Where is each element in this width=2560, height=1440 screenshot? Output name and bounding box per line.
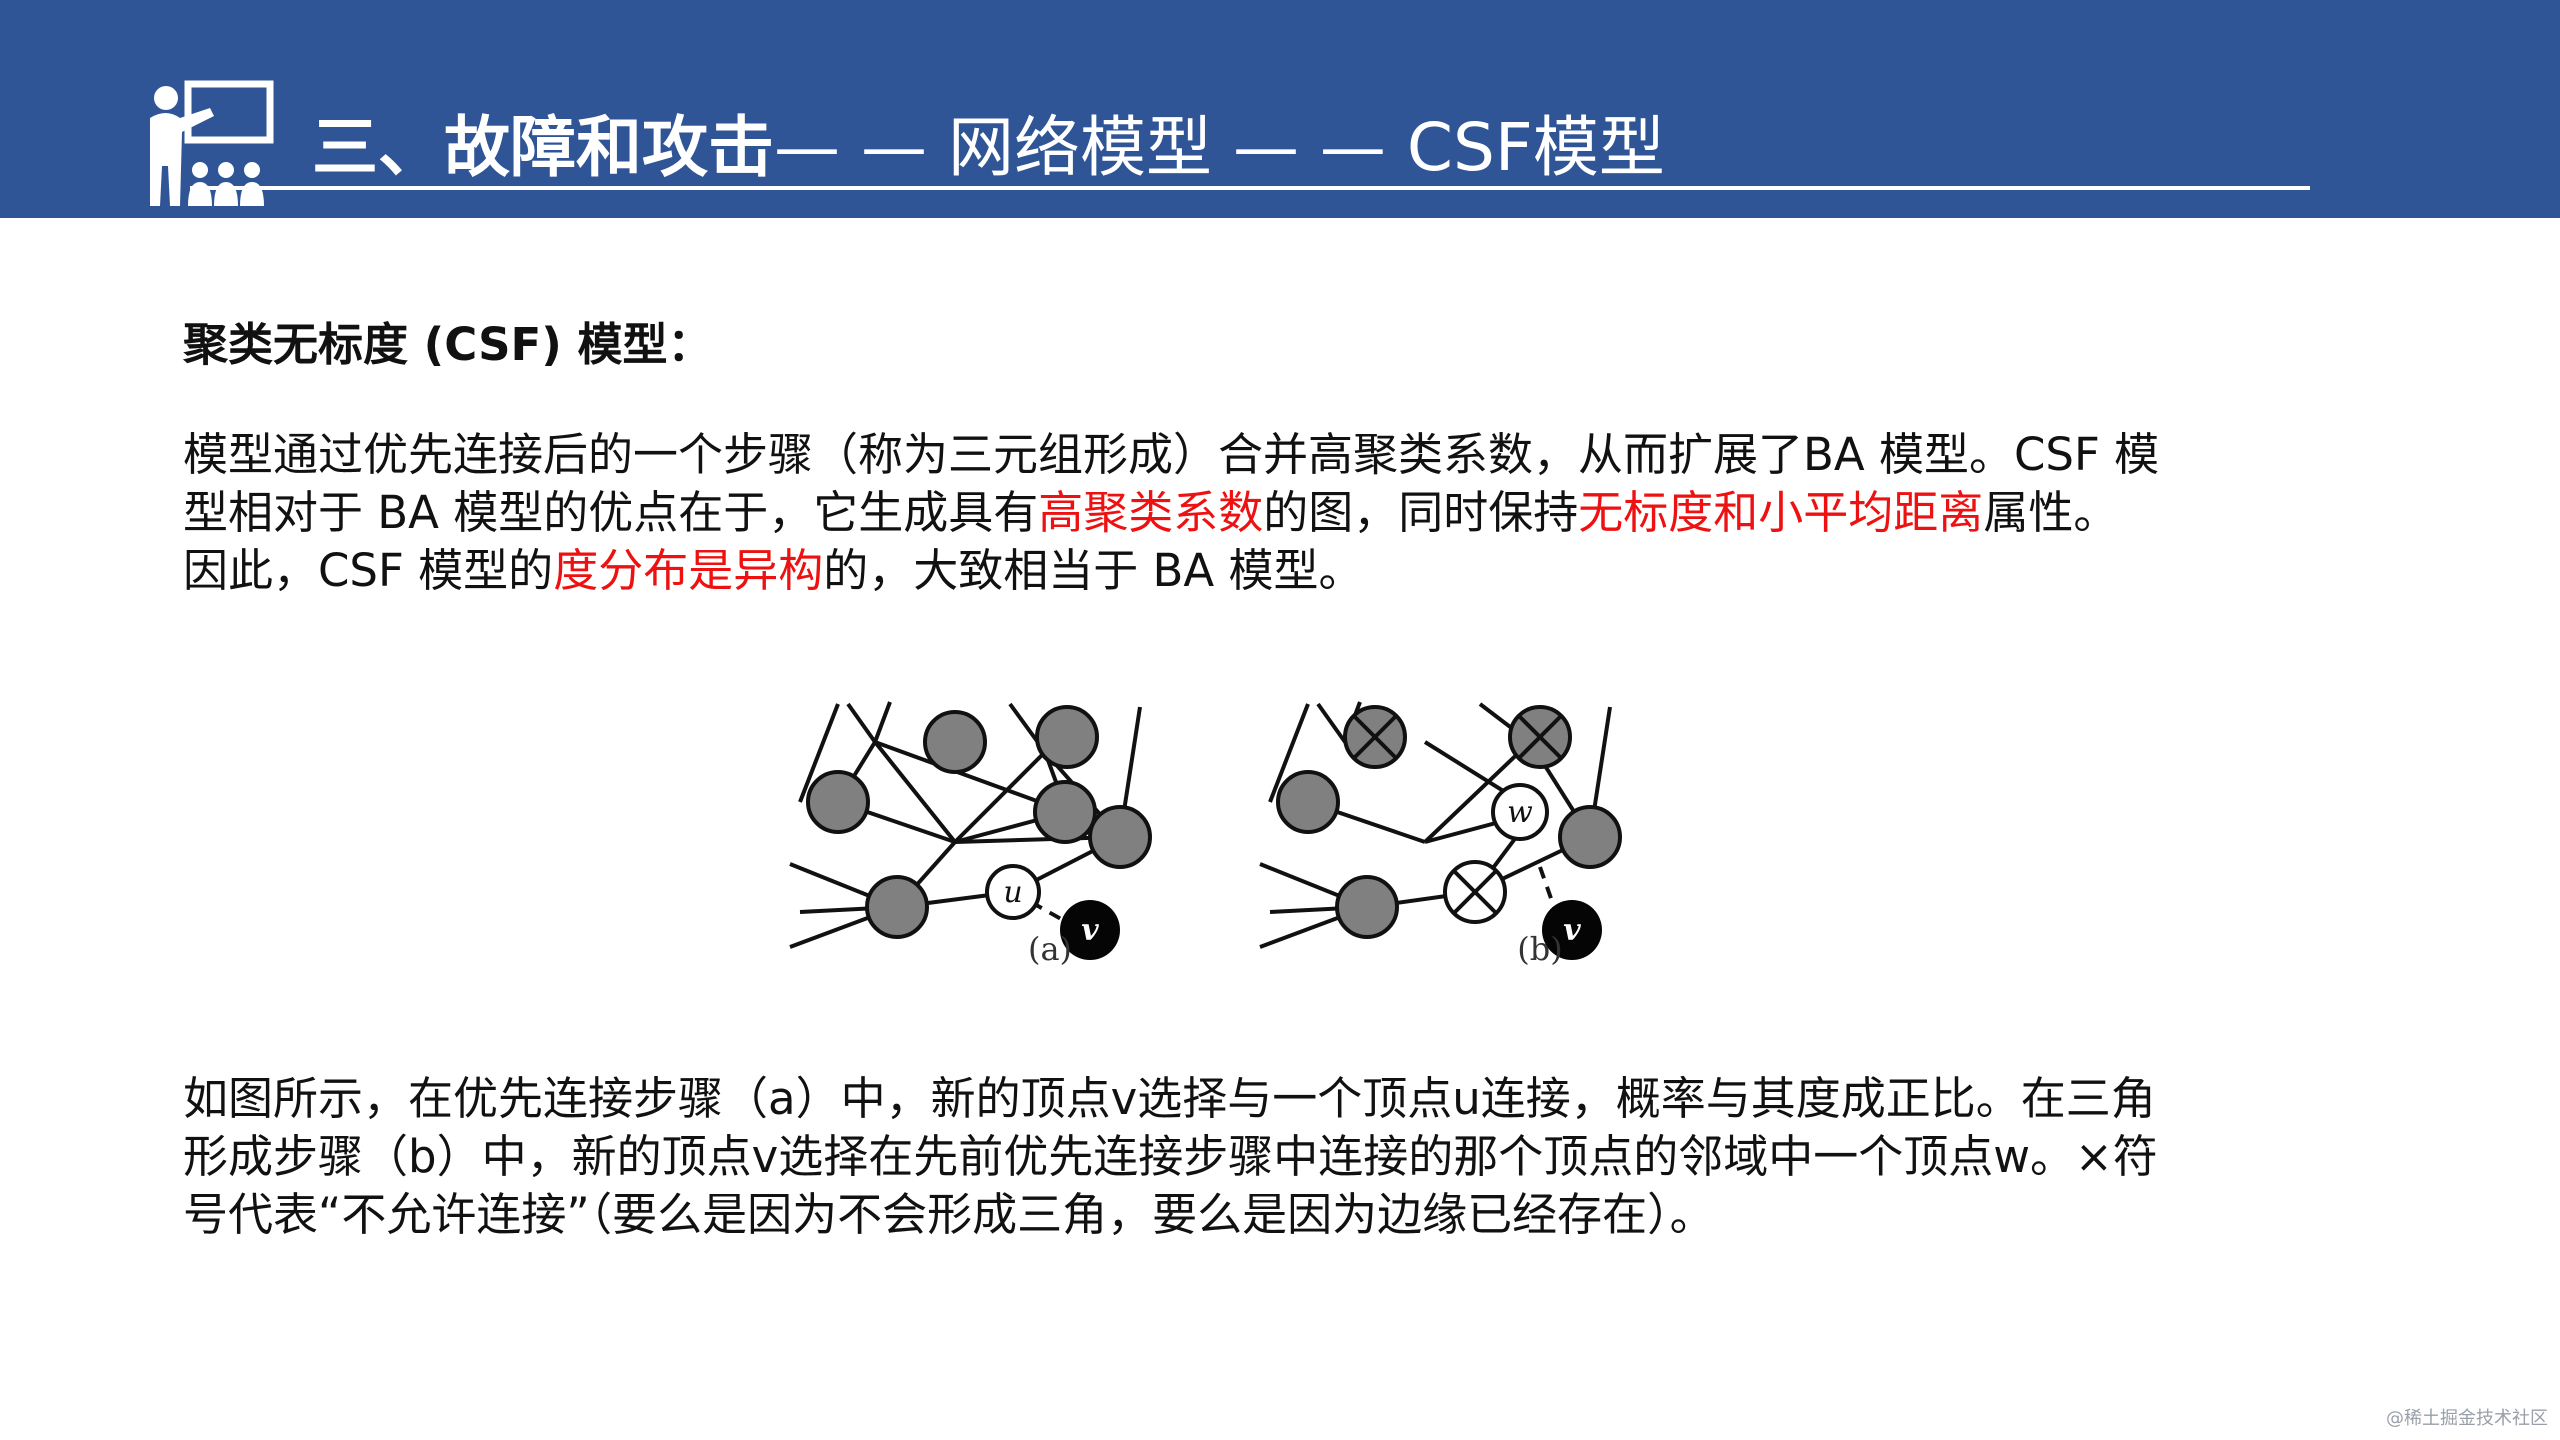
node-v-label: v	[1563, 913, 1581, 948]
intro-text: 属性。	[1983, 486, 2119, 539]
watermark: @稀土掘金技术社区	[2386, 1408, 2548, 1429]
node-w-label: w	[1507, 795, 1533, 830]
page-title: 三、故障和攻击 — — 网络模型 — — CSF模型	[312, 96, 1665, 188]
intro-paragraph: 模型通过优先连接后的一个步骤（称为三元组形成）合并高聚类系数，从而扩展了BA 模…	[183, 426, 2303, 600]
title-strong: 三、故障和攻击	[312, 109, 774, 186]
intro-text: 的图，同时保持	[1263, 486, 1579, 539]
explain-line-2: 形成步骤（b）中，新的顶点v选择在先前优先连接步骤中连接的那个顶点的邻域中一个顶…	[183, 1130, 2158, 1183]
section-heading: 聚类无标度 (CSF) 模型：	[183, 318, 713, 371]
header-divider	[190, 186, 2310, 190]
explain-line-3: 号代表“不允许连接”（要么是因为不会形成三角，要么是因为边缘已经存在）。	[183, 1188, 1715, 1241]
intro-text: 型相对于 BA 模型的优点在于，它生成具有	[183, 486, 1039, 539]
caption-a: (a)	[1028, 930, 1072, 968]
highlight-scale-free-small-distance: 无标度和小平均距离	[1578, 486, 1984, 539]
intro-line-1: 模型通过优先连接后的一个步骤（称为三元组形成）合并高聚类系数，从而扩展了BA 模…	[183, 428, 2160, 481]
header-bar: 三、故障和攻击 — — 网络模型 — — CSF模型	[0, 0, 2560, 218]
caption-b: (b)	[1517, 930, 1562, 968]
panel-a: u v (a)	[789, 701, 1152, 968]
intro-text: 的，大致相当于 BA 模型。	[823, 544, 1364, 597]
node-v-label: v	[1081, 913, 1099, 948]
panel-b: w v (b)	[1259, 701, 1622, 968]
intro-line-3: 因此，CSF 模型的度分布是异构的，大致相当于 BA 模型。	[183, 542, 2303, 600]
explain-line-1: 如图所示，在优先连接步骤（a）中，新的顶点v选择与一个顶点u连接，概率与其度成正…	[183, 1072, 2156, 1125]
title-rest: — — 网络模型 — — CSF模型	[774, 109, 1665, 186]
highlight-heterogeneous-degree: 度分布是异构	[553, 544, 824, 597]
intro-line-2: 型相对于 BA 模型的优点在于，它生成具有高聚类系数的图，同时保持无标度和小平均…	[183, 484, 2303, 542]
highlight-high-clustering: 高聚类系数	[1038, 486, 1264, 539]
intro-text: 因此，CSF 模型的	[183, 544, 554, 597]
csf-model-figure: u v (a)	[789, 701, 1622, 968]
node-u-label: u	[1003, 875, 1022, 910]
explanation-paragraph: 如图所示，在优先连接步骤（a）中，新的顶点v选择与一个顶点u连接，概率与其度成正…	[183, 1070, 2303, 1244]
